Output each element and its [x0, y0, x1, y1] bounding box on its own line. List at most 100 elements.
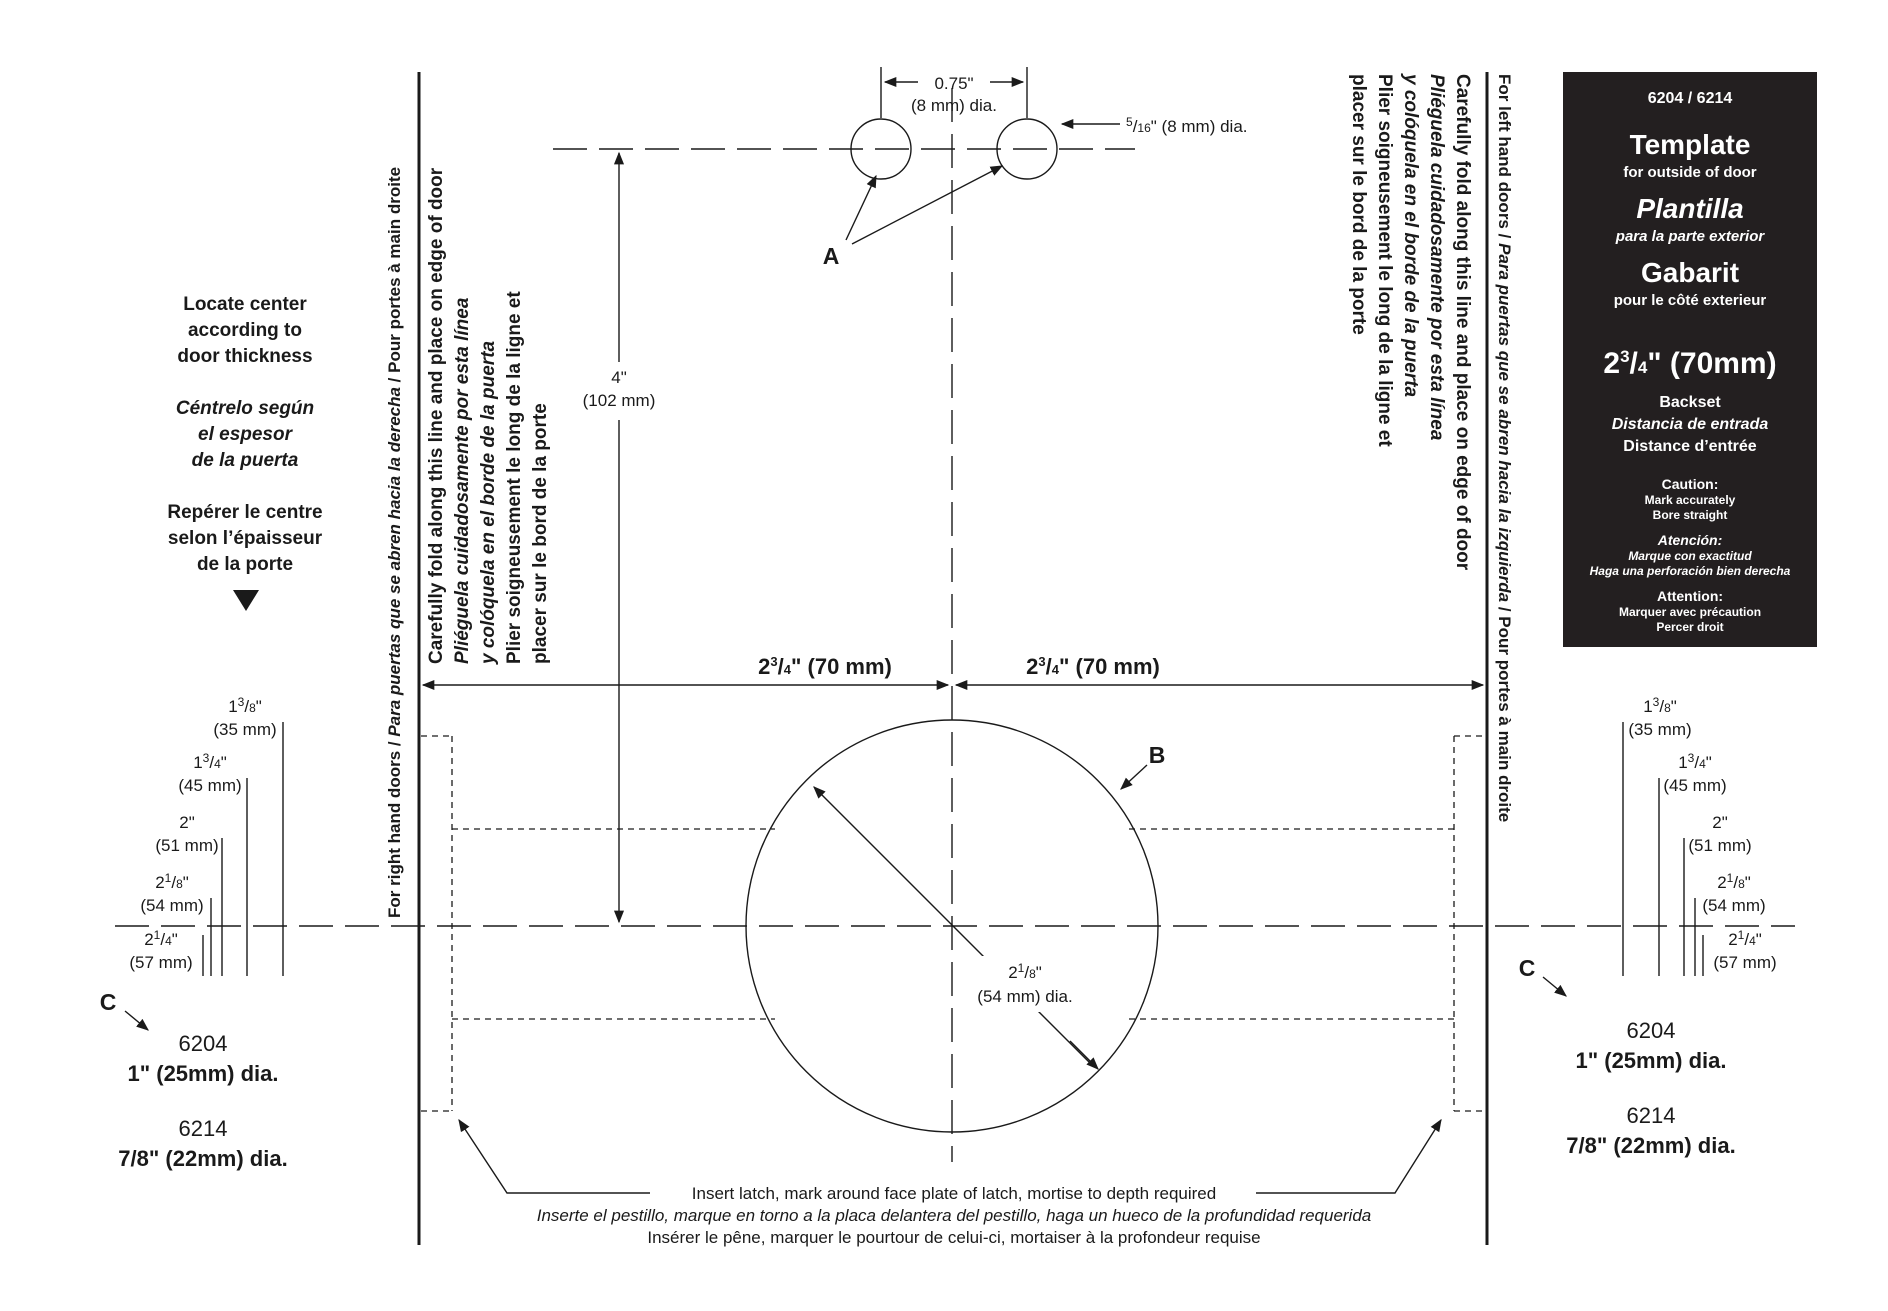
backset-label-es: Distancia de entrada: [1612, 416, 1769, 433]
locate-en-2: according to: [188, 320, 302, 341]
caution-en-2: Bore straight: [1653, 508, 1728, 522]
model-6204-right: 6204: [1627, 1018, 1676, 1043]
latch-note-en: Insert latch, mark around face plate of …: [692, 1184, 1216, 1203]
template-sub-es: para la parte exterior: [1615, 228, 1766, 245]
fold-left-line-5: placer sur le bord de la porte: [530, 403, 551, 664]
locate-en-3: door thickness: [177, 346, 312, 367]
title-box-background: [1563, 72, 1817, 647]
template-title-fr: Gabarit: [1641, 257, 1739, 288]
thickness-left-1-mm: (35 mm): [213, 720, 276, 739]
backset-dimension: 23/4" (70 mm) 23/4" (70 mm): [421, 654, 1485, 691]
main-bore-circle: [745, 719, 1159, 1133]
thickness-left-3-mm: (51 mm): [155, 836, 218, 855]
caution-fr-2: Percer droit: [1656, 620, 1723, 634]
marker-c-left-label: C: [100, 989, 117, 1015]
down-triangle-icon: [233, 590, 259, 611]
caution-fr-1: Marquer avec précaution: [1619, 605, 1761, 619]
caution-en-title: Caution:: [1662, 476, 1719, 492]
locate-en-1: Locate center: [183, 294, 307, 315]
fold-left-line-4: Plier soigneusement le long de la ligne …: [504, 291, 525, 664]
backset-label-en: Backset: [1659, 394, 1721, 411]
model-number: 6204 / 6214: [1648, 90, 1733, 107]
thickness-right-1-mm: (35 mm): [1628, 720, 1691, 739]
locate-fr-1: Repérer le centre: [167, 502, 322, 523]
fold-left-line-2: Pliéguela cuidadosamente por esta línea: [452, 297, 473, 664]
title-box: 6204 / 6214 Template for outside of door…: [1563, 72, 1817, 647]
thickness-scale-left: 13/8" (35 mm) 13/4" (45 mm) 2" (51 mm) 2…: [129, 695, 284, 976]
thickness-right-1: 13/8": [1643, 695, 1677, 716]
fold-instructions-left: For right hand doors / Para puertas que …: [385, 167, 551, 918]
model-6204-left-dia: 1" (25mm) dia.: [127, 1061, 278, 1086]
locate-fr-2: selon l’épaisseur: [168, 528, 323, 549]
fold-right-side-label: For left hand doors / Para puertas que s…: [1495, 74, 1514, 822]
model-6214-right: 6214: [1627, 1103, 1676, 1128]
latch-outline-right: [1129, 735, 1485, 1112]
thickness-right-2: 13/4": [1678, 751, 1712, 772]
marker-b: B: [1120, 742, 1165, 790]
thickness-left-4-mm: (54 mm): [140, 896, 203, 915]
thickness-left-5: 21/4": [144, 928, 178, 949]
template-title-en: Template: [1630, 129, 1751, 160]
fold-instructions-right: For left hand doors / Para puertas que s…: [1348, 73, 1514, 822]
marker-c-left: C: [100, 989, 149, 1031]
thickness-right-5: 21/4": [1728, 928, 1762, 949]
small-hole-dimension: 5/16" (8 mm) dia.: [1060, 115, 1248, 136]
caution-en-1: Mark accurately: [1645, 493, 1736, 507]
thickness-left-4: 21/8": [155, 871, 189, 892]
vertical-dim-bottom: (102 mm): [583, 391, 656, 410]
latch-outline-left: [421, 735, 775, 1112]
spacing-bottom-label: (8 mm) dia.: [911, 96, 997, 115]
thickness-right-2-mm: (45 mm): [1663, 776, 1726, 795]
model-6214-left: 6214: [179, 1116, 228, 1141]
locate-es-3: de la puerta: [192, 450, 299, 471]
thickness-right-3-mm: (51 mm): [1688, 836, 1751, 855]
template-title-es: Plantilla: [1636, 193, 1743, 224]
fold-left-side-label: For right hand doors / Para puertas que …: [385, 167, 404, 918]
locate-es-1: Céntrelo según: [176, 398, 314, 419]
locate-es-2: el espesor: [198, 424, 294, 445]
fold-right-line-4: Plier soigneusement le long de la ligne …: [1374, 74, 1395, 447]
backset-left-label: 23/4" (70 mm): [758, 654, 892, 679]
bore-diameter-label: 21/8": [1008, 961, 1042, 982]
caution-fr-title: Attention:: [1657, 588, 1723, 604]
fold-right-line-1: Carefully fold along this line and place…: [1452, 74, 1473, 571]
latch-note-fr: Insérer le pêne, marquer le pourtour de …: [647, 1228, 1260, 1247]
vertical-dimension: 4" (102 mm): [583, 151, 656, 924]
template-sub-fr: pour le côté exterieur: [1614, 292, 1767, 309]
thickness-left-1: 13/8": [228, 695, 262, 716]
locate-center-note: Locate center according to door thicknes…: [167, 294, 323, 611]
fold-left-line-1: Carefully fold along this line and place…: [426, 167, 447, 664]
caution-es-2: Haga una perforación bien derecha: [1590, 564, 1791, 578]
caution-es-1: Marque con exactitud: [1628, 549, 1752, 563]
fold-right-line-5: placer sur le bord de la porte: [1348, 74, 1369, 335]
marker-c-right: C: [1519, 955, 1567, 997]
thickness-left-3: 2": [179, 813, 195, 832]
fold-right-line-3: y colóquela en el borde de la puerta: [1400, 73, 1421, 398]
model-6204-right-dia: 1" (25mm) dia.: [1575, 1048, 1726, 1073]
small-hole-label: 5/16" (8 mm) dia.: [1126, 115, 1248, 136]
thickness-right-5-mm: (57 mm): [1713, 953, 1776, 972]
models-left: 6204 1" (25mm) dia. 6214 7/8" (22mm) dia…: [118, 1031, 287, 1171]
thickness-scale-right: 13/8" (35 mm) 13/4" (45 mm) 2" (51 mm) 2…: [1622, 695, 1777, 976]
backset-right-label: 23/4" (70 mm): [1026, 654, 1160, 679]
thickness-left-5-mm: (57 mm): [129, 953, 192, 972]
backset-value: 23/4" (70mm): [1603, 347, 1776, 380]
latch-note-es: Inserte el pestillo, marque en torno a l…: [537, 1206, 1372, 1225]
spacing-top-label: 0.75": [934, 74, 973, 93]
model-6214-right-dia: 7/8" (22mm) dia.: [1566, 1133, 1735, 1158]
caution-es-title: Atención:: [1657, 532, 1723, 548]
marker-c-right-label: C: [1519, 955, 1536, 981]
backset-label-fr: Distance d’entrée: [1623, 438, 1756, 455]
model-6204-left: 6204: [179, 1031, 228, 1056]
hole-spacing-dimension: 0.75" (8 mm) dia.: [880, 67, 1028, 118]
small-hole-right: [996, 118, 1058, 180]
bore-mm-label: (54 mm) dia.: [977, 987, 1072, 1006]
marker-a-label: A: [823, 243, 840, 269]
vertical-dim-top: 4": [611, 368, 627, 387]
marker-a: A: [823, 165, 1004, 269]
bore-diameter-dimension: 21/8" (54 mm) dia.: [813, 786, 1099, 1070]
thickness-right-3: 2": [1712, 813, 1728, 832]
small-hole-left: [850, 118, 912, 180]
thickness-left-2-mm: (45 mm): [178, 776, 241, 795]
